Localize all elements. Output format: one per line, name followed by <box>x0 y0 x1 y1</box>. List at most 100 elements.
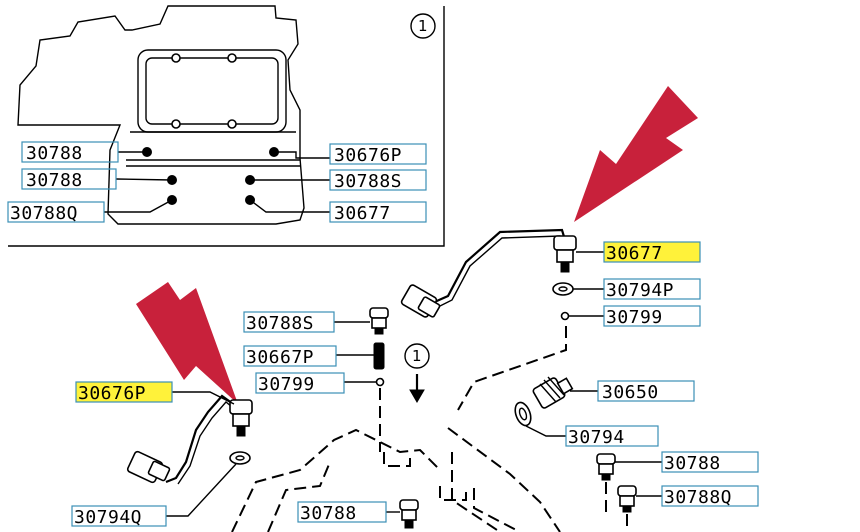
bolt-thread <box>601 473 611 481</box>
label-box <box>603 278 701 300</box>
main-view: 30677 30794P 30799 30788S 30667P 30799 <box>71 86 759 532</box>
washer-left <box>229 451 251 465</box>
inset-valve-body-inner <box>145 57 279 125</box>
detail-label-r2: 30788S <box>334 171 402 192</box>
label-sensor-left: 30676P <box>78 383 146 404</box>
label-box <box>603 305 701 327</box>
valve-body-boss <box>383 452 411 467</box>
valve-body-outline <box>473 488 521 532</box>
bolt-30788-right <box>596 453 616 481</box>
sensor-head <box>229 399 253 415</box>
label-box <box>7 201 105 223</box>
sensor-hex <box>556 249 574 263</box>
label-bolt-r2: 30788Q <box>664 487 732 508</box>
label-box <box>661 485 759 507</box>
valve-body-outline <box>267 461 331 532</box>
inset-boss <box>227 119 237 129</box>
pointer-arrow-right <box>574 86 698 222</box>
label-box <box>21 168 117 190</box>
inset-boss <box>227 53 237 63</box>
label-box <box>597 380 695 402</box>
washer-hole <box>518 407 528 421</box>
sensor-thread <box>560 261 570 273</box>
label-box <box>243 345 337 367</box>
bolt-hex <box>598 463 614 475</box>
bolt-hex <box>401 509 417 521</box>
valve-body-outline <box>447 427 561 532</box>
sensor-hex <box>232 413 250 427</box>
inset-border <box>8 6 445 247</box>
label-pin: 30667P <box>246 347 314 368</box>
sensor-head <box>553 235 577 251</box>
label-box <box>329 201 427 223</box>
washer-top <box>552 282 574 296</box>
bolt-thread <box>622 505 632 513</box>
label-oring-mid: 30799 <box>258 374 315 395</box>
plug-30650 <box>532 376 574 409</box>
label-washer-plug: 30794 <box>568 427 625 448</box>
bolt-hex <box>619 495 635 507</box>
detail-label-l2: 30788 <box>26 170 83 191</box>
label-bolt-bottom: 30788 <box>300 503 357 524</box>
valve-body-outline <box>451 452 501 532</box>
washer-hole <box>235 455 245 461</box>
label-bolt-r1: 30788 <box>664 453 721 474</box>
label-box <box>21 141 119 163</box>
bolt-head <box>596 453 616 465</box>
leader-line <box>249 199 330 213</box>
bolt-thread <box>374 327 384 335</box>
sensor-cable-top <box>429 228 567 306</box>
leader-line <box>525 425 566 437</box>
highlight-box <box>603 241 701 263</box>
label-box <box>71 505 167 527</box>
bolt-head <box>399 499 419 511</box>
detail-label-l3: 30788Q <box>10 203 78 224</box>
label-box <box>565 425 659 447</box>
connector-left <box>126 450 171 484</box>
label-washer-top: 30794P <box>606 280 674 301</box>
sensor-top <box>553 235 577 273</box>
connector-tip <box>147 460 171 482</box>
assembly-centerline <box>457 326 567 411</box>
sensor-left <box>229 399 253 437</box>
label-box <box>255 372 345 394</box>
washer-hole <box>558 286 568 292</box>
connector-top <box>400 284 441 318</box>
label-oring-top: 30799 <box>606 307 663 328</box>
label-bolt-s: 30788S <box>246 313 314 334</box>
valve-body <box>231 427 561 532</box>
connector-tip <box>417 296 441 318</box>
detail-label-l1: 30788 <box>26 143 83 164</box>
label-box <box>329 143 427 165</box>
marker-arrow-head <box>409 389 425 403</box>
label-box <box>243 311 335 333</box>
leader-line <box>274 151 330 159</box>
plug-threads <box>539 376 565 403</box>
pin-30667P <box>373 342 385 370</box>
pointer-arrow-left <box>136 282 238 404</box>
leader-line <box>172 391 235 405</box>
washer-plug <box>514 401 532 427</box>
leader-line <box>104 199 173 213</box>
plug-head <box>556 377 574 395</box>
bolt-30788S <box>369 307 389 335</box>
label-sensor-top: 30677 <box>606 243 663 264</box>
sensor-cable-top-outline <box>431 235 567 311</box>
inset-boss <box>171 53 181 63</box>
oring-mid <box>375 377 385 387</box>
oring-top <box>560 311 570 321</box>
valve-body-outline <box>231 428 441 532</box>
bolt-hex <box>371 317 387 329</box>
main-marker-circle <box>404 343 430 369</box>
sensor-cable-left <box>165 394 237 484</box>
leader-line <box>166 463 237 517</box>
bolt-30788Q-right <box>617 485 637 513</box>
detail-label-r1: 30676P <box>334 145 402 166</box>
inset-valve-body <box>137 49 287 133</box>
sensor-thread <box>236 425 246 437</box>
label-washer-left: 30794Q <box>74 507 142 528</box>
inset-housing <box>17 5 305 225</box>
bolt-thread <box>404 519 414 529</box>
